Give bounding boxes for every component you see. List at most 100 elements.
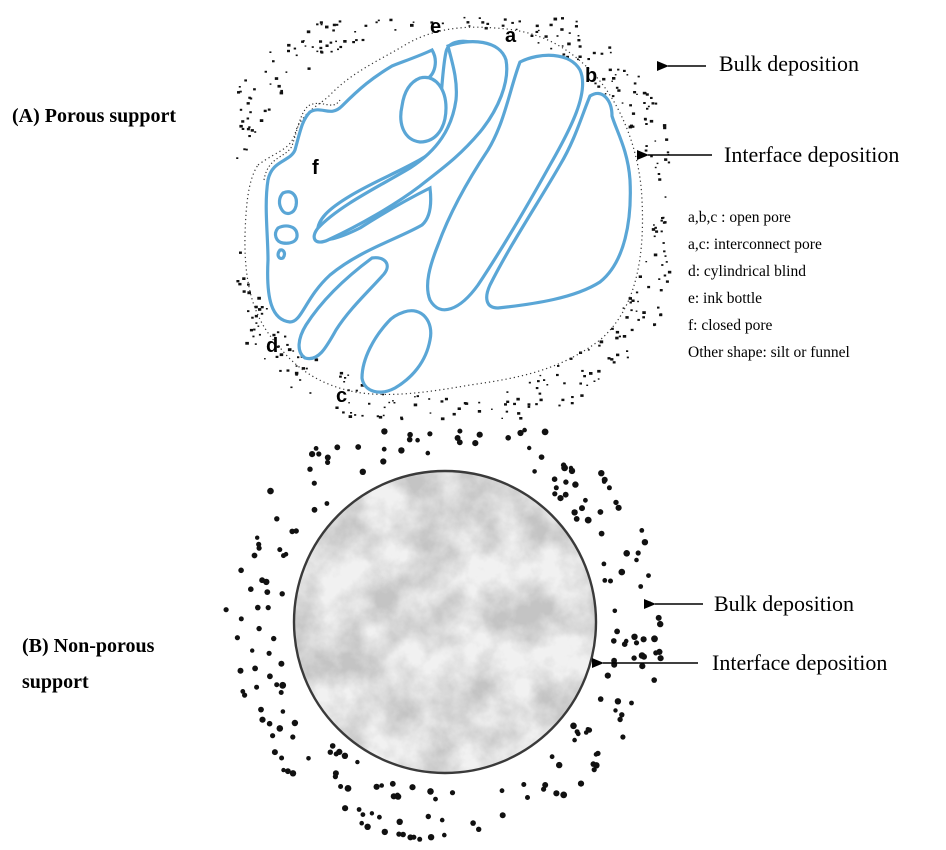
deposition-particle (598, 345, 600, 347)
deposition-particle (246, 149, 248, 151)
deposition-particle (571, 402, 574, 404)
deposition-particle (563, 382, 566, 384)
deposition-particle (270, 733, 275, 738)
deposition-particle (542, 782, 548, 788)
deposition-particle (224, 607, 229, 612)
deposition-particle (253, 88, 256, 90)
deposition-particle (535, 403, 538, 405)
deposition-particle (333, 24, 336, 27)
deposition-particle (292, 350, 294, 351)
deposition-particle (467, 21, 470, 23)
deposition-particle (619, 336, 621, 338)
deposition-particle (623, 550, 630, 557)
deposition-particle (612, 77, 615, 80)
deposition-particle (470, 820, 476, 826)
deposition-particle (307, 467, 312, 472)
deposition-particle (506, 391, 508, 393)
deposition-particle (248, 586, 254, 592)
deposition-particle (476, 827, 481, 832)
deposition-particle (561, 399, 564, 401)
deposition-particle (638, 76, 640, 78)
deposition-particle (601, 53, 604, 55)
bulk-deposition-label-b: Bulk deposition (714, 591, 854, 616)
deposition-particle (250, 648, 254, 652)
deposition-particle (646, 573, 651, 578)
deposition-particle (286, 344, 289, 346)
deposition-particle (588, 349, 590, 351)
deposition-particle (328, 750, 333, 755)
deposition-particle (583, 375, 586, 377)
deposition-particle (655, 103, 657, 105)
non-porous-support-panel: (B) Non-porous support Bulk deposition I… (22, 428, 887, 842)
deposition-particle (605, 93, 607, 94)
deposition-particle (634, 558, 639, 563)
legend-line-4: e: ink bottle (688, 290, 762, 307)
deposition-particle (647, 601, 651, 605)
deposition-particle (513, 403, 516, 405)
deposition-particle (414, 404, 418, 407)
pore-c-open-oval (362, 311, 431, 392)
deposition-particle (381, 428, 387, 434)
deposition-particle (561, 17, 564, 19)
non-porous-disc (294, 471, 596, 773)
deposition-particle (240, 109, 242, 111)
deposition-particle (550, 24, 553, 27)
deposition-particle (319, 40, 322, 43)
deposition-particle (636, 94, 638, 95)
deposition-particle (255, 343, 257, 345)
deposition-particle (258, 707, 264, 713)
deposition-particle (667, 151, 669, 153)
deposition-particle (376, 21, 378, 23)
deposition-particle (623, 335, 626, 338)
deposition-particle (658, 278, 660, 280)
deposition-particle (611, 328, 614, 330)
deposition-particle (407, 437, 413, 443)
deposition-particle (303, 40, 305, 42)
pore-letter-d: d (266, 335, 278, 357)
deposition-particle (557, 495, 563, 501)
deposition-particle (575, 729, 580, 734)
deposition-particle (259, 717, 265, 723)
deposition-particle (354, 31, 356, 33)
deposition-particle (610, 358, 613, 361)
deposition-particle (593, 52, 596, 54)
deposition-particle (658, 173, 661, 175)
deposition-particle (585, 517, 592, 524)
deposition-particle (265, 71, 267, 73)
deposition-particle (657, 163, 659, 164)
deposition-particle (613, 500, 618, 505)
deposition-particle (615, 337, 618, 340)
deposition-particle (665, 138, 668, 141)
deposition-particle (636, 550, 641, 555)
deposition-particle (364, 824, 370, 830)
deposition-particle (442, 833, 447, 838)
deposition-particle (631, 329, 634, 331)
panel-b-title-line1: (B) Non-porous (22, 635, 155, 657)
deposition-particle (577, 59, 579, 61)
deposition-particle (433, 797, 438, 802)
deposition-particle (519, 417, 522, 420)
deposition-particle (299, 379, 301, 381)
deposition-particle (613, 708, 617, 712)
deposition-particle (409, 784, 415, 790)
deposition-particle (632, 112, 635, 115)
deposition-particle (255, 322, 257, 324)
deposition-particle (247, 118, 250, 120)
deposition-particle (350, 412, 352, 414)
deposition-particle (280, 591, 285, 596)
deposition-particle (528, 406, 531, 408)
deposition-particle (527, 446, 531, 450)
deposition-particle (608, 357, 611, 359)
deposition-particle (252, 553, 258, 559)
deposition-particle (597, 370, 600, 373)
deposition-particle (652, 102, 655, 104)
deposition-particle (235, 635, 240, 640)
deposition-particle (281, 553, 286, 558)
deposition-particle (340, 372, 343, 375)
deposition-particle (453, 413, 456, 416)
deposition-particle (539, 393, 542, 395)
deposition-particle (417, 837, 422, 842)
deposition-particle (278, 85, 281, 88)
deposition-particle (636, 311, 638, 312)
deposition-particle (330, 743, 336, 749)
